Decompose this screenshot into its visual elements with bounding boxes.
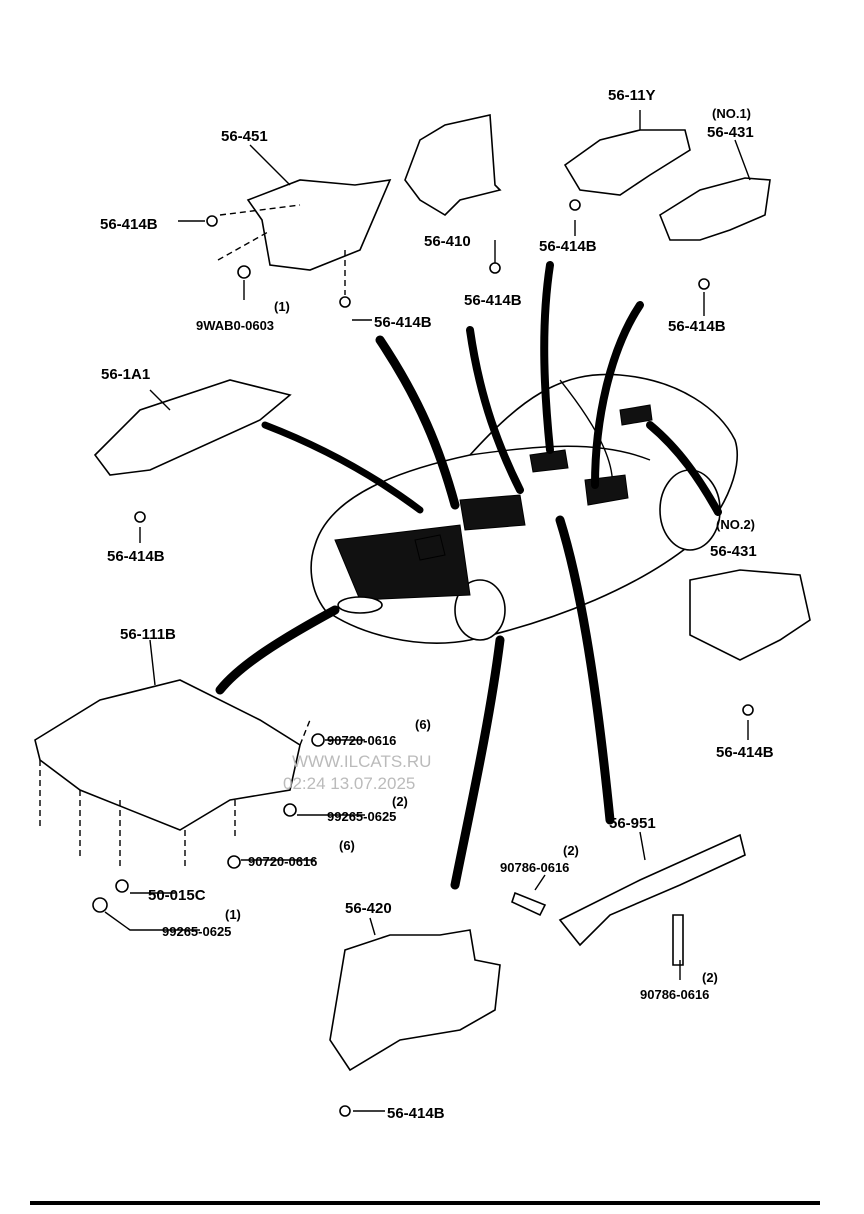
label-no1: (NO.1) bbox=[712, 106, 751, 121]
label-no2: (NO.2) bbox=[716, 517, 755, 532]
label-56-414b: 56-414B bbox=[387, 1105, 445, 1122]
pointer-lines bbox=[215, 261, 722, 890]
label-56-11y: 56-11Y bbox=[608, 87, 656, 104]
part-56-431-no1 bbox=[659, 177, 771, 241]
qty-label: (1) bbox=[274, 299, 290, 314]
leader-lines bbox=[104, 110, 751, 1112]
label-99265-0625: 99265-0625 bbox=[327, 809, 396, 824]
qty-label: (2) bbox=[392, 794, 408, 809]
qty-label: (2) bbox=[702, 970, 718, 985]
label-56-414b: 56-414B bbox=[100, 216, 158, 233]
part-56-951 bbox=[558, 833, 746, 947]
car-illustration bbox=[310, 373, 739, 644]
label-56-1a1: 56-1A1 bbox=[101, 366, 150, 383]
label-56-414b: 56-414B bbox=[107, 548, 165, 565]
part-56-410 bbox=[404, 114, 502, 217]
label-56-451: 56-451 bbox=[221, 128, 268, 145]
label-56-951: 56-951 bbox=[609, 815, 656, 832]
label-56-420: 56-420 bbox=[345, 900, 392, 917]
watermark: WWW.ILCATS.RU 02:24 13.07.2025 bbox=[283, 752, 431, 793]
label-9wab0-0603: 9WAB0-0603 bbox=[196, 318, 274, 333]
part-56-11y bbox=[563, 129, 691, 196]
watermark-site: WWW.ILCATS.RU bbox=[292, 752, 431, 771]
label-56-431: 56-431 bbox=[710, 543, 757, 560]
qty-label: (6) bbox=[415, 717, 431, 732]
part-56-431-no2 bbox=[689, 569, 811, 661]
part-56-111b bbox=[34, 679, 311, 870]
qty-label: (6) bbox=[339, 838, 355, 853]
label-56-414b: 56-414B bbox=[539, 238, 597, 255]
label-56-414b: 56-414B bbox=[464, 292, 522, 309]
label-90720-0616: 90720-0616 bbox=[327, 733, 396, 748]
label-56-111b: 56-111B bbox=[120, 626, 176, 643]
label-50-015c: 50-015C bbox=[148, 887, 206, 904]
qty-label: (2) bbox=[563, 843, 579, 858]
part-56-451 bbox=[246, 179, 392, 271]
label-56-414b: 56-414B bbox=[716, 744, 774, 761]
label-99265-0625: 99265-0625 bbox=[162, 924, 231, 939]
qty-label: (1) bbox=[225, 907, 241, 922]
label-56-410: 56-410 bbox=[424, 233, 471, 250]
label-90786-0616: 90786-0616 bbox=[500, 860, 569, 875]
part-labels: 56-451 56-414B (1) 9WAB0-0603 56-414B 56… bbox=[100, 87, 774, 1122]
label-56-414b: 56-414B bbox=[668, 318, 726, 335]
label-56-431: 56-431 bbox=[707, 124, 754, 141]
fastener-icons bbox=[92, 199, 754, 1117]
label-90720-0616: 90720-0616 bbox=[248, 854, 317, 869]
part-56-1a1 bbox=[93, 379, 292, 476]
label-56-414b: 56-414B bbox=[374, 314, 432, 331]
label-90786-0616: 90786-0616 bbox=[640, 987, 709, 1002]
watermark-timestamp: 02:24 13.07.2025 bbox=[283, 774, 415, 793]
part-56-420 bbox=[329, 929, 501, 1072]
